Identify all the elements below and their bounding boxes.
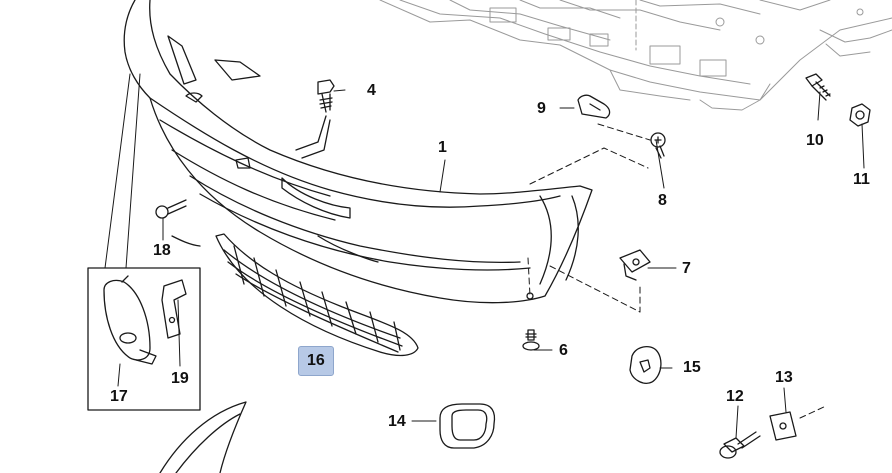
washer-part-15 (629, 345, 662, 384)
callout-11[interactable]: 11 (853, 171, 870, 188)
screw-part-12 (719, 431, 761, 459)
callout-14[interactable]: 14 (388, 413, 406, 430)
fender-partial (159, 401, 247, 473)
guide-lines (527, 123, 827, 419)
callout-12[interactable]: 12 (726, 388, 744, 405)
callout-7[interactable]: 7 (682, 260, 691, 277)
callout-4[interactable]: 4 (367, 82, 376, 99)
detail-box (87, 267, 201, 411)
screw-part-8 (650, 132, 666, 159)
lower-grille-part-16 (215, 233, 419, 357)
screw-part-6 (522, 329, 540, 351)
callout-9[interactable]: 9 (537, 100, 546, 117)
clip-part-9 (577, 94, 611, 119)
screw-part-18 (155, 199, 187, 219)
callout-13[interactable]: 13 (775, 369, 793, 386)
callout-17[interactable]: 17 (110, 388, 128, 405)
bolt-part-10 (805, 73, 831, 101)
leader-lines (104, 73, 865, 439)
bracket-part-19 (161, 279, 187, 339)
callout-8[interactable]: 8 (658, 192, 667, 209)
tow-eye-cover-part-17 (103, 275, 157, 365)
callout-19[interactable]: 19 (171, 370, 189, 387)
nut-part-11 (849, 103, 871, 127)
callout-16-selected[interactable]: 16 (298, 346, 334, 376)
vehicle-front-structure (379, 0, 892, 111)
callout-1[interactable]: 1 (438, 139, 447, 156)
grommet-part-14 (439, 403, 496, 449)
callout-18[interactable]: 18 (153, 242, 171, 259)
nut-clip-part-7 (619, 249, 651, 281)
bolt-part-4 (317, 79, 335, 113)
nut-plate-part-13 (769, 411, 797, 441)
callout-15[interactable]: 15 (683, 359, 701, 376)
callout-6[interactable]: 6 (559, 342, 568, 359)
callout-10[interactable]: 10 (806, 132, 824, 149)
bumper-cover (123, 0, 593, 304)
